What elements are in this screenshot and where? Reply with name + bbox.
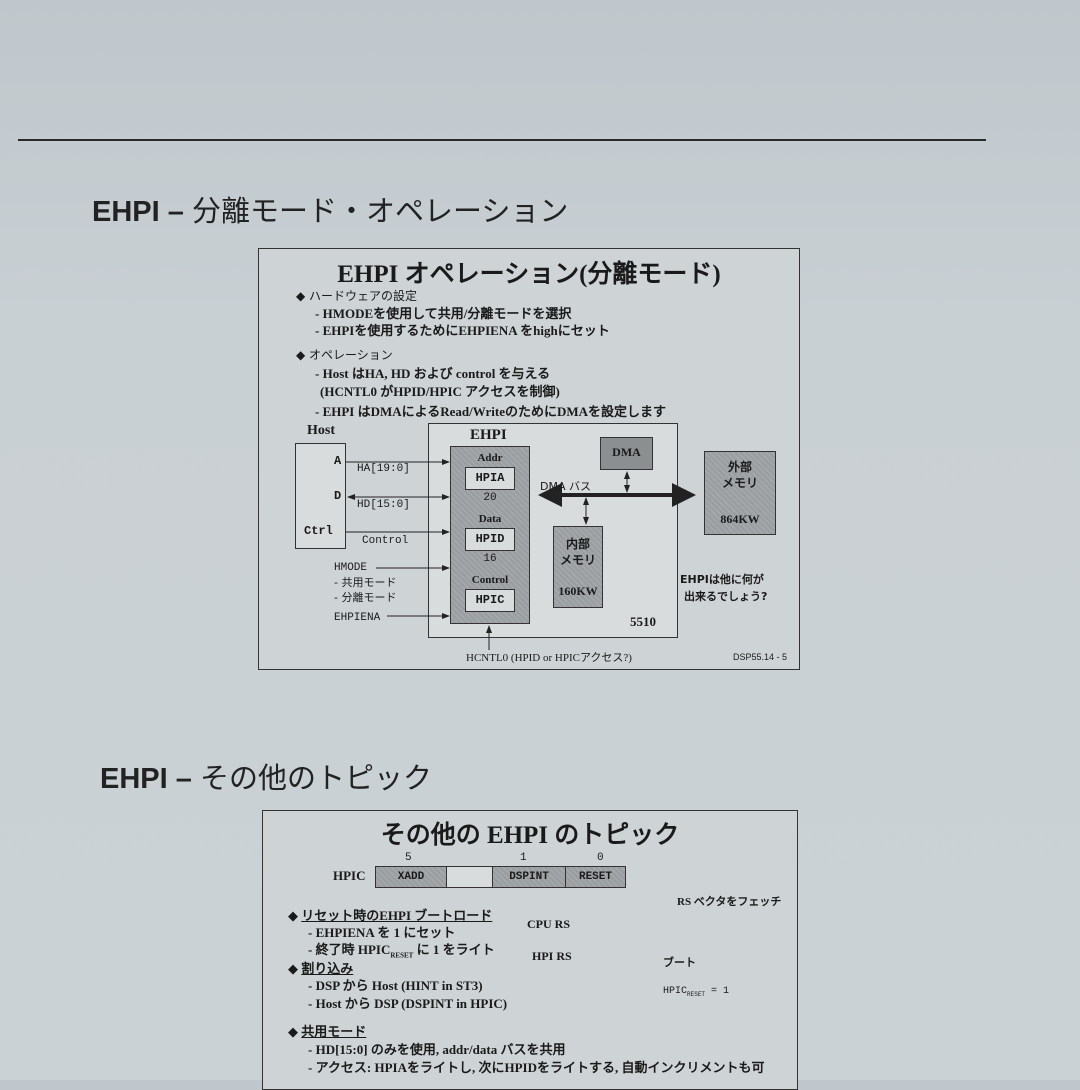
hpi-rs-label: HPI RS	[532, 949, 572, 963]
bit-number: 0	[597, 852, 604, 864]
question-text: 出来るでしょう?	[684, 590, 768, 603]
ehpiena-label: EHPIENA	[334, 612, 381, 624]
width-16: 16	[483, 553, 497, 565]
shared-mode-label: - 共用モード	[334, 576, 397, 589]
boot-label: ブート	[663, 957, 696, 969]
control-label: Control	[471, 574, 509, 586]
field-reset: RESET	[565, 866, 626, 888]
bullet-2: ◆ オペレーション	[296, 348, 393, 362]
host-box	[295, 443, 346, 549]
external-mem-label: 外部	[727, 460, 752, 474]
dma-label: DMA	[612, 445, 641, 459]
field-xadd: XADD	[375, 866, 447, 888]
question-text: EHPIは他に何が	[680, 573, 764, 586]
bullet-item: - DSP から Host (HINT in ST3)	[308, 978, 483, 993]
addr-label: Addr	[477, 452, 503, 464]
signal-hd: HD[15:0]	[357, 499, 410, 511]
external-memory-box	[704, 451, 776, 535]
bullet-item: (HCNTL0 がHPID/HPIC アクセスを制御)	[320, 384, 560, 399]
bullet-bootload: ◆ リセット時のEHPI ブートロード	[288, 908, 493, 923]
hpia-label: HPIA	[475, 471, 505, 485]
slide1-title: EHPI オペレーション(分離モード)	[337, 261, 721, 288]
ehpi-label: EHPI	[470, 427, 507, 443]
data-label: Data	[478, 513, 502, 525]
bullet-item: - EHPIを使用するためにEHPIENA をhighにセット	[315, 323, 610, 338]
hpic-label: HPIC	[475, 593, 505, 607]
field-dspint: DSPINT	[492, 866, 566, 888]
bullet-item: - EHPIENA を 1 にセット	[308, 925, 456, 940]
hmode-label: HMODE	[334, 562, 368, 574]
bullet-1: ◆ ハードウェアの設定	[296, 289, 418, 303]
signal-control: Control	[362, 535, 409, 547]
bit-number: 1	[520, 852, 527, 864]
hpid-label: HPID	[475, 532, 505, 546]
section-heading-1: EHPI – 分離モード・オペレーション	[92, 196, 569, 228]
cpu-rs-label: CPU RS	[527, 917, 571, 931]
bullet-item: - EHPI はDMAによるRead/WriteのためにDMAを設定します	[315, 404, 667, 419]
section-heading-2: EHPI – その他のトピック	[100, 763, 432, 795]
pin-ctrl: Ctrl	[304, 524, 333, 538]
dma-box	[600, 437, 653, 470]
dma-bus-label: DMA バス	[540, 480, 591, 493]
chip-label: 5510	[630, 614, 656, 629]
host-label: Host	[307, 423, 335, 438]
slide2-title: その他の EHPI のトピック	[380, 822, 680, 849]
field-reserved	[446, 866, 493, 888]
bullet-item: - アクセス: HPIAをライトし, 次にHPIDをライトする, 自動インクリメ…	[308, 1060, 765, 1075]
hpic-reset-label: HPICRESET = 1	[663, 986, 730, 998]
internal-mem-size: 160KW	[558, 584, 598, 598]
bullet-item: - Host はHA, HD および control を与える	[315, 366, 551, 381]
fetch-label: RS ベクタをフェッチ	[677, 896, 782, 908]
bullet-item: - HD[15:0] のみを使用, addr/data バスを共用	[308, 1042, 566, 1057]
pin-d: D	[334, 489, 342, 503]
external-mem-label: メモリ	[721, 476, 758, 490]
width-20: 20	[483, 492, 497, 504]
slide-other-topics	[262, 810, 798, 1090]
internal-mem-label: メモリ	[559, 553, 596, 567]
external-mem-size: 864KW	[720, 512, 760, 526]
slide-id: DSP55.14 - 5	[733, 652, 788, 662]
bullet-item: - 終了時 HPICRESET に 1 をライト	[308, 942, 495, 960]
hcntl-label: HCNTL0 (HPID or HPICアクセス?)	[466, 652, 632, 664]
bullet-interrupts: ◆ 割り込み	[288, 961, 354, 976]
hpid-register	[465, 528, 515, 551]
internal-mem-label: 内部	[565, 537, 590, 551]
bit-number: 5	[405, 852, 412, 864]
horizontal-rule	[18, 139, 986, 141]
hpic-register	[465, 589, 515, 612]
bullet-item: - Host から DSP (DSPINT in HPIC)	[308, 996, 508, 1011]
hpia-register	[465, 467, 515, 490]
separate-mode-label: - 分離モード	[334, 591, 397, 604]
internal-memory-box	[553, 526, 603, 608]
bullet-item: - HMODEを使用して共用/分離モードを選択	[315, 306, 572, 321]
register-label: HPIC	[333, 868, 366, 883]
signal-ha: HA[19:0]	[357, 463, 410, 475]
bullet-shared-mode: ◆ 共用モード	[288, 1024, 367, 1039]
pin-a: A	[334, 454, 342, 468]
